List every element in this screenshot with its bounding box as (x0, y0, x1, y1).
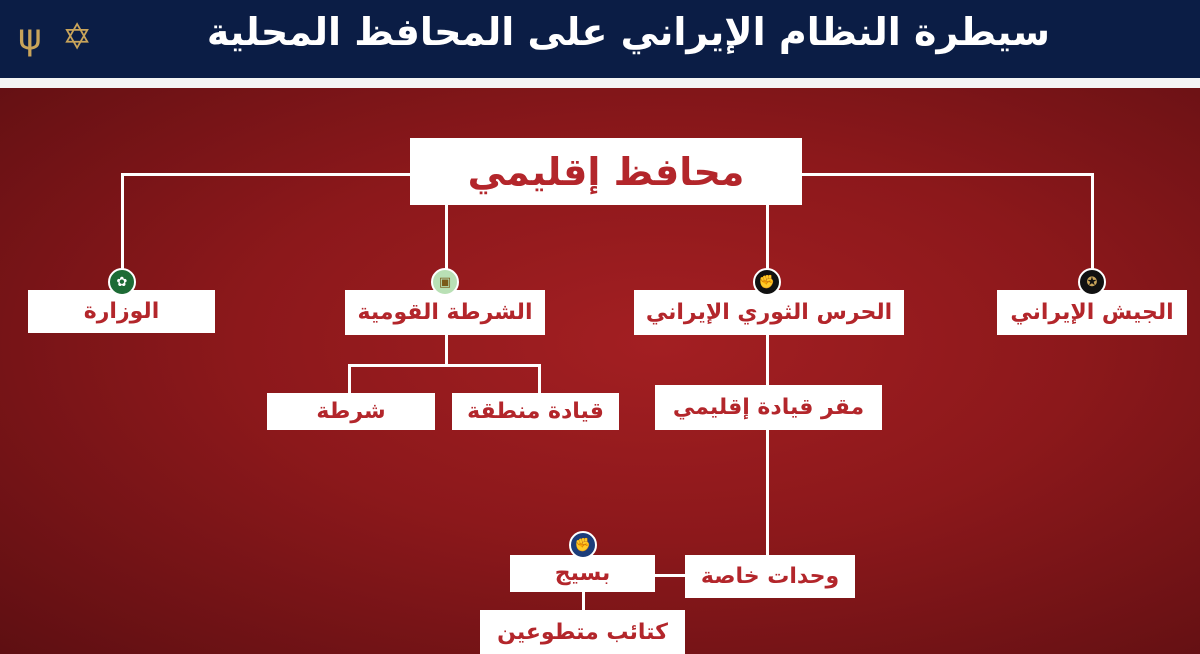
node-police-station: شرطة (267, 393, 435, 430)
connector (445, 335, 448, 365)
node-volunteer-battalions: كتائب متطوعين (480, 610, 685, 654)
connector (348, 364, 351, 393)
node-basij: بسيج (510, 555, 655, 592)
connector (802, 173, 1094, 176)
node-irgc: الحرس الثوري الإيراني (634, 290, 904, 335)
connector (766, 335, 769, 555)
army-emblem-icon: ✪ (1078, 268, 1106, 296)
node-iranian-army: الجيش الإيراني (997, 290, 1187, 335)
node-ministry: الوزارة (28, 290, 215, 333)
connector (445, 205, 448, 290)
basij-emblem-icon: ✊ (569, 531, 597, 559)
connector (766, 205, 769, 290)
node-national-police: الشرطة القومية (345, 290, 545, 335)
antenna-emblem-icon: ψ (18, 17, 42, 58)
connector (348, 364, 541, 367)
node-area-command: قيادة منطقة (452, 393, 619, 430)
irgc-emblem-icon: ✊ (753, 268, 781, 296)
node-regional-governor: محافظ إقليمي (410, 138, 802, 205)
connector (655, 574, 685, 577)
header-bar: ψ ✡ سيطرة النظام الإيراني على المحافظ ال… (0, 0, 1200, 78)
connector (538, 364, 541, 393)
divider (0, 78, 1200, 88)
page-title: سيطرة النظام الإيراني على المحافظ المحلي… (206, 10, 1050, 54)
idf-emblem-icon: ✡ (62, 17, 93, 58)
ministry-emblem-icon: ✿ (108, 268, 136, 296)
police-emblem-icon: ▣ (431, 268, 459, 296)
connector (122, 173, 410, 176)
connector (1091, 173, 1094, 290)
node-regional-hq: مقر قيادة إقليمي (655, 385, 882, 430)
connector (582, 592, 585, 610)
connector (121, 173, 124, 290)
node-special-units: وحدات خاصة (685, 555, 855, 598)
